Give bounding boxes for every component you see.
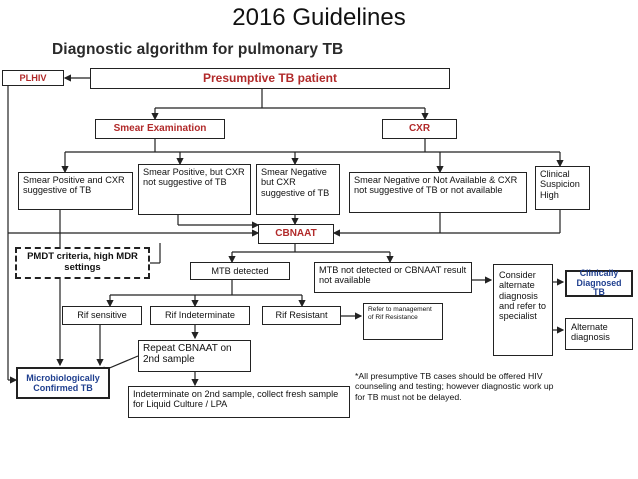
consider-alternate-box: Consider alternate diagnosis and refer t… (493, 264, 553, 356)
rif-sensitive-box: Rif sensitive (62, 306, 142, 325)
clinically-diagnosed-box: Clinically Diagnosed TB (565, 268, 633, 297)
clinical-suspicion-box: Clinical Suspicion High (535, 166, 590, 210)
rif-resistant-box: Rif Resistant (262, 306, 341, 325)
micro-confirmed-box: Microbiologically Confirmed TB (16, 367, 110, 399)
cxr-box: CXR (382, 119, 457, 139)
mtb-detected-box: MTB detected (190, 262, 290, 280)
refer-management-box: Refer to management of Rif Resistance (363, 303, 443, 340)
slide-title: 2016 Guidelines (232, 4, 406, 31)
pmdt-criteria-box: PMDT criteria, high MDR settings (15, 247, 150, 279)
plhiv-box: PLHIV (2, 70, 64, 86)
presumptive-tb-box: Presumptive TB patient (90, 68, 450, 89)
cbnaat-box: CBNAAT (258, 224, 334, 244)
alternate-diagnosis-box: Alternate diagnosis (565, 318, 633, 350)
smear-neg-cxr-suggestive-box: Smear Negative but CXR suggestive of TB (256, 164, 340, 215)
smear-examination-box: Smear Examination (95, 119, 225, 139)
rif-indeterminate-box: Rif Indeterminate (150, 306, 250, 325)
smear-pos-cxr-not-box: Smear Positive, but CXR not suggestive o… (138, 164, 251, 215)
mtb-not-detected-box: MTB not detected or CBNAAT result not av… (314, 262, 472, 293)
smear-pos-cxr-suggestive-box: Smear Positive and CXR suggestive of TB (18, 172, 133, 210)
footnote: *All presumptive TB cases should be offe… (355, 371, 554, 402)
diagram-title: Diagnostic algorithm for pulmonary TB (52, 41, 344, 58)
smear-neg-not-available-box: Smear Negative or Not Available & CXR no… (349, 172, 527, 213)
repeat-cbnaat-box: Repeat CBNAAT on 2nd sample (138, 340, 251, 372)
indeterminate-2nd-box: Indeterminate on 2nd sample, collect fre… (128, 386, 350, 418)
